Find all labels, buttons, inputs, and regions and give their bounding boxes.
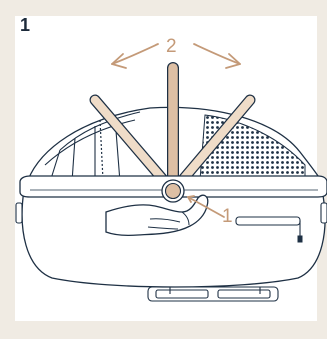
handle-release-button xyxy=(162,180,184,202)
step-number: 1 xyxy=(20,15,30,36)
rotate-arrow-left-icon xyxy=(112,44,158,68)
rotate-arrow-right-icon xyxy=(194,44,240,68)
callout-label-2: 2 xyxy=(166,36,177,57)
carrycot-body xyxy=(22,190,325,287)
left-side-tab xyxy=(16,203,22,223)
base-slot xyxy=(148,287,278,301)
right-side-tab xyxy=(321,203,327,223)
callout-label-1: 1 xyxy=(222,206,233,227)
